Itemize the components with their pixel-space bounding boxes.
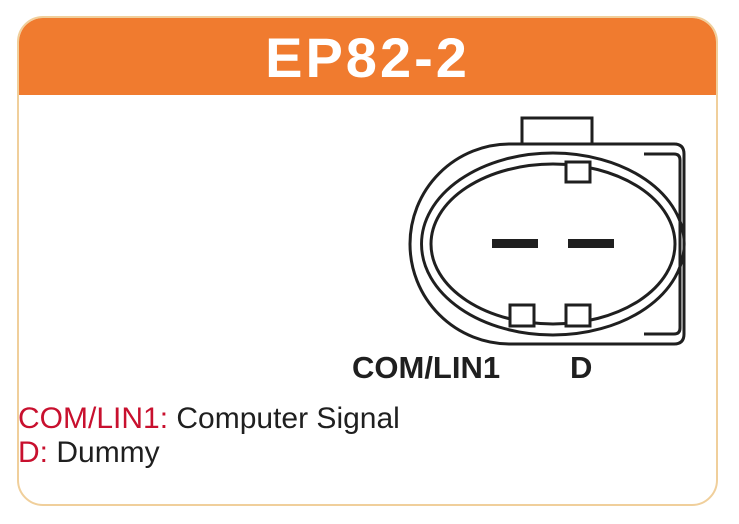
page-title: EP82-2 bbox=[265, 25, 470, 89]
pin-label-d: D bbox=[570, 350, 593, 385]
connector-latch-tab bbox=[520, 116, 594, 149]
legend-key: COM/LIN1: bbox=[18, 402, 177, 435]
pin-com-lin1 bbox=[492, 239, 538, 248]
legend-description: Dummy bbox=[56, 436, 160, 469]
connector-cavity bbox=[429, 162, 677, 326]
connector-bottom-key-right bbox=[564, 303, 592, 328]
legend-description: Computer Signal bbox=[176, 402, 400, 435]
header-banner: EP82-2 bbox=[19, 18, 716, 95]
connector-diagram bbox=[408, 116, 686, 346]
legend-key: D: bbox=[18, 436, 57, 469]
pin-d bbox=[568, 239, 614, 248]
legend-item: COM/LIN1: Computer Signal bbox=[18, 404, 400, 434]
legend-item: D: Dummy bbox=[18, 438, 160, 468]
connector-top-key bbox=[564, 160, 592, 184]
connector-bottom-key-left bbox=[508, 303, 536, 328]
connector-key-chamfer bbox=[644, 152, 682, 336]
connector-housing-ring bbox=[420, 151, 686, 337]
pin-label-com-lin1: COM/LIN1 bbox=[352, 350, 501, 385]
